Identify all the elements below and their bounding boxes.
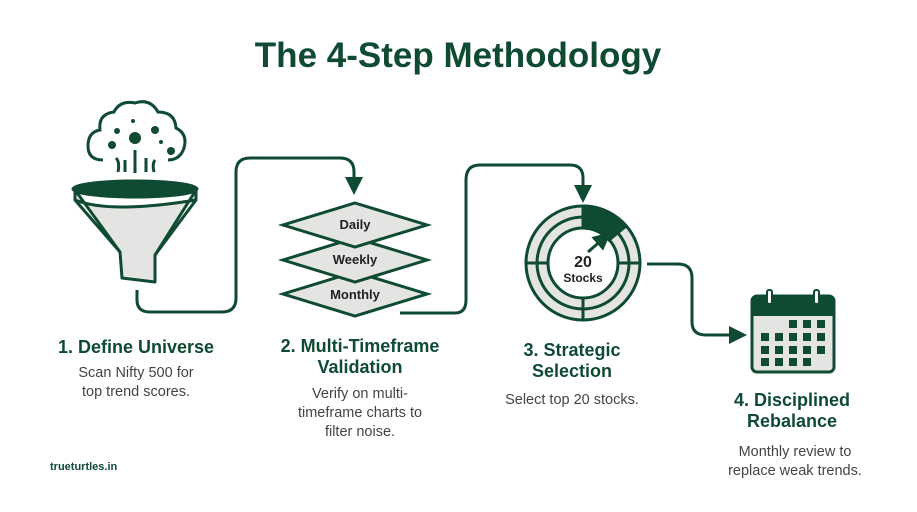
connector-arrow-1 xyxy=(135,156,363,314)
title-line: 3. Strategic xyxy=(523,340,621,360)
desc-line: filter noise. xyxy=(324,424,396,440)
target-number: 20 xyxy=(574,254,592,271)
step-3-description: Select top 20 stocks. xyxy=(505,391,639,410)
layer-monthly: Monthly xyxy=(330,287,381,302)
connector-arrow-2 xyxy=(400,163,592,315)
calendar-icon xyxy=(750,289,836,374)
desc-line: Select top 20 stocks. xyxy=(505,392,639,408)
desc-line: Monthly review to xyxy=(738,444,852,460)
target-label: Stocks xyxy=(563,271,603,285)
desc-line: replace weak trends. xyxy=(728,463,862,479)
step-1-title: 1. Define Universe xyxy=(58,337,214,358)
title-line: 4. Disciplined xyxy=(733,390,851,410)
connector-arrow-3 xyxy=(647,262,747,344)
footer-brand: trueturtles.in xyxy=(50,461,118,473)
title-line: Rebalance xyxy=(746,411,838,431)
funnel-icon xyxy=(71,100,199,284)
title-line: Selection xyxy=(531,361,613,381)
step-1-description: Scan Nifty 500 for top trend scores. xyxy=(78,364,193,402)
page-title: The 4-Step Methodology xyxy=(254,36,662,75)
layer-daily: Daily xyxy=(339,217,371,232)
title-line: 2. Multi-Timeframe xyxy=(280,336,440,356)
desc-line: Verify on multi- xyxy=(312,386,408,402)
step-1-title-line: 1. Define Universe xyxy=(57,337,215,357)
step-2-description: Verify on multi-timeframe charts to filte… xyxy=(298,385,422,442)
desc-line: Scan Nifty 500 for xyxy=(78,365,194,381)
timeframe-layers-icon: Daily Weekly Monthly xyxy=(277,201,433,318)
title-line: Validation xyxy=(317,357,403,377)
desc-line: top trend scores. xyxy=(82,384,190,400)
step-4-description: Monthly review to replace weak trends. xyxy=(728,443,862,481)
target-icon: 20 Stocks xyxy=(524,204,642,322)
desc-line: timeframe charts to xyxy=(297,405,423,421)
layer-weekly: Weekly xyxy=(333,252,378,267)
